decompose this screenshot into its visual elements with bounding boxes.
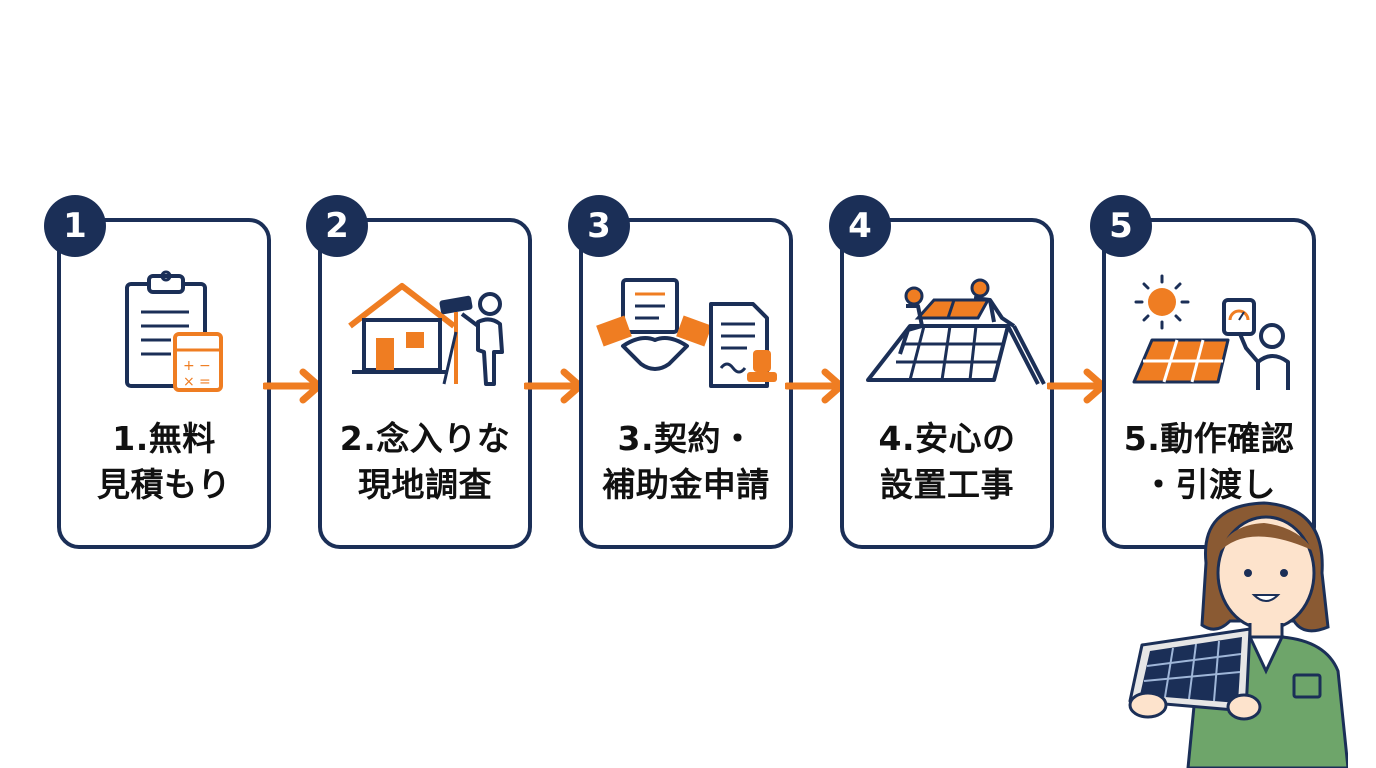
step-number-badge-3: 3	[568, 195, 630, 257]
step-card-4: 4.安心の 設置工事	[840, 218, 1054, 549]
svg-text:×: ×	[183, 374, 195, 390]
step-number-badge-2: 2	[306, 195, 368, 257]
step-number-badge-1: 1	[44, 195, 106, 257]
staff-woman-holding-solar-panel-illustration	[1128, 501, 1348, 768]
step-title-line2: ・引渡し	[1142, 465, 1276, 504]
step-title-line1: 3.契約・	[617, 419, 755, 458]
handshake-contract-icon	[596, 278, 777, 388]
step-number-badge-5: 5	[1090, 195, 1152, 257]
step-title: 5.動作確認 ・引渡し	[1106, 416, 1312, 508]
step-title: 2.念入りな 現地調査	[322, 416, 528, 508]
step-title-line2: 設置工事	[880, 465, 1014, 504]
roof-installation-icon	[866, 278, 1046, 385]
step-number-badge-4: 4	[829, 195, 891, 257]
clipboard-calculator-icon: + − × =	[125, 270, 223, 392]
svg-text:−: −	[199, 358, 211, 374]
step-title-line1: 2.念入りな	[339, 419, 511, 458]
house-survey-icon	[348, 283, 504, 386]
step-title: 3.契約・ 補助金申請	[583, 416, 789, 508]
step-card-5: 5.動作確認 ・引渡し	[1102, 218, 1316, 549]
step-card-3: 3.契約・ 補助金申請	[579, 218, 793, 549]
step-title-line2: 見積もり	[97, 465, 231, 504]
step-title: 1.無料 見積もり	[61, 416, 267, 508]
step-title: 4.安心の 設置工事	[844, 416, 1050, 508]
step-title-line1: 5.動作確認	[1123, 419, 1295, 458]
step-title-line2: 補助金申請	[602, 465, 770, 504]
step-card-2: 2.念入りな 現地調査	[318, 218, 532, 549]
step-title-line2: 現地調査	[358, 465, 492, 504]
svg-text:+: +	[183, 358, 195, 374]
step-title-line1: 4.安心の	[878, 419, 1016, 458]
step-title-line1: 1.無料	[112, 419, 216, 458]
svg-text:=: =	[199, 374, 211, 390]
sun-panel-check-icon	[1132, 274, 1290, 390]
step-card-1: + − × = 1.無料 見積もり	[57, 218, 271, 549]
